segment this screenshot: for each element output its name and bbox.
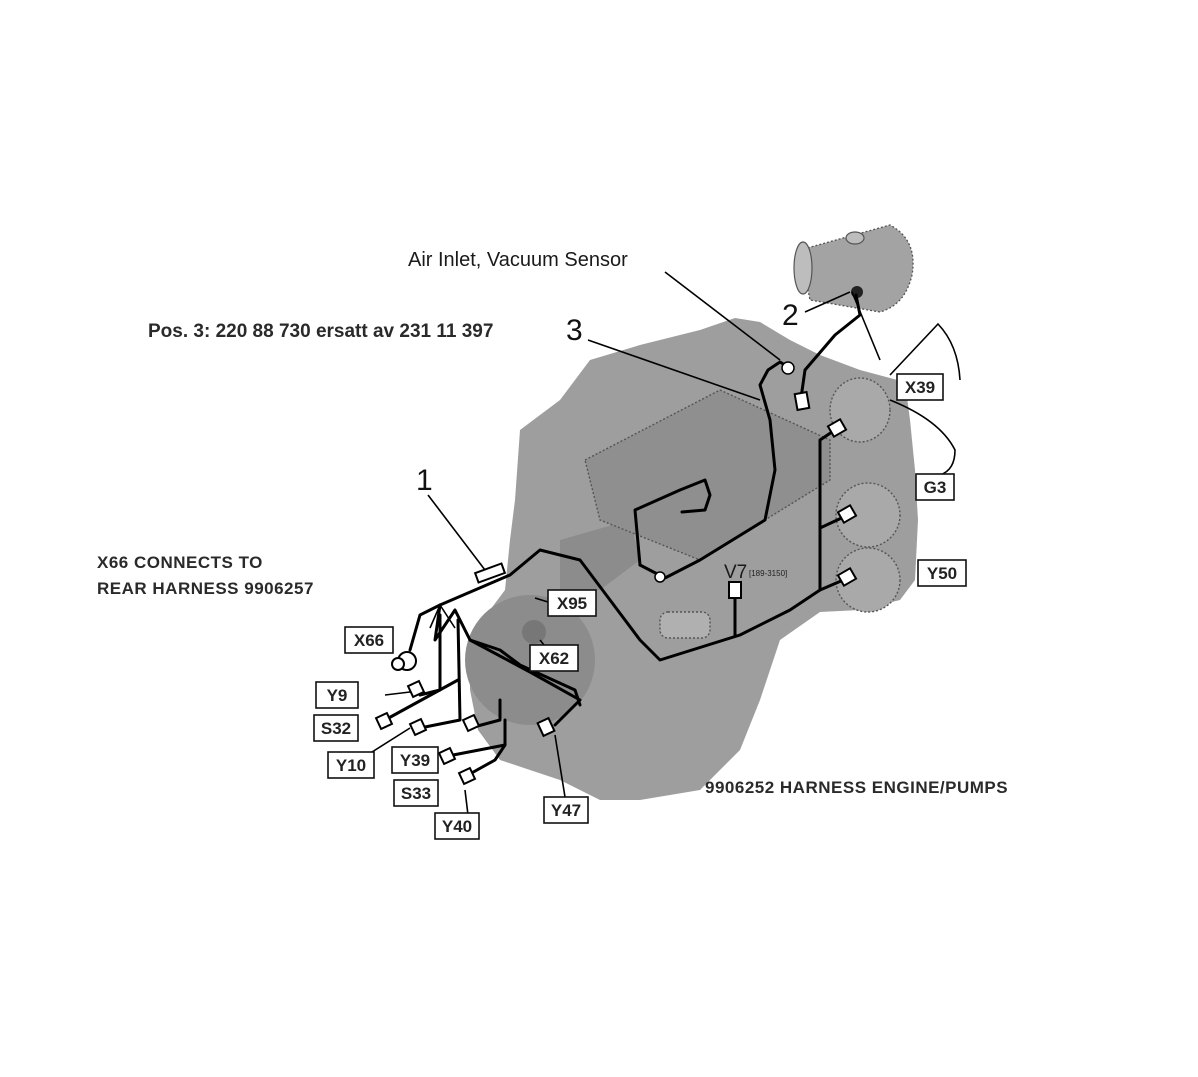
component-label-x66: X66 xyxy=(344,626,394,654)
component-label-y39: Y39 xyxy=(391,746,439,774)
svg-text:Y39: Y39 xyxy=(400,751,430,770)
component-label-y40: Y40 xyxy=(434,812,480,840)
component-label-s32: S32 xyxy=(313,714,359,742)
component-label-g3: G3 xyxy=(915,473,955,501)
callout-2: 2 xyxy=(782,299,799,332)
component-label-x62: X62 xyxy=(529,644,579,672)
x66-note-line2: REAR HARNESS 9906257 xyxy=(97,579,314,598)
component-label-y10: Y10 xyxy=(327,751,375,779)
svg-text:X62: X62 xyxy=(539,649,569,668)
replacement-note: Pos. 3: 220 88 730 ersatt av 231 11 397 xyxy=(148,321,493,342)
component-label-y47: Y47 xyxy=(543,796,589,824)
component-label-y9: Y9 xyxy=(315,681,359,709)
svg-text:Y10: Y10 xyxy=(336,756,366,775)
x66-note-line1: X66 CONNECTS TO xyxy=(97,553,263,572)
component-label-x39: X39 xyxy=(896,373,944,401)
component-label-s33: S33 xyxy=(393,779,439,807)
callout-1: 1 xyxy=(416,464,433,497)
air-inlet-label: Air Inlet, Vacuum Sensor xyxy=(408,249,628,271)
svg-text:Y47: Y47 xyxy=(551,801,581,820)
leader-lines xyxy=(371,271,961,816)
svg-text:Y50: Y50 xyxy=(927,564,957,583)
harness-title: 9906252 HARNESS ENGINE/PUMPS xyxy=(705,778,1008,797)
svg-text:X95: X95 xyxy=(557,594,587,613)
svg-text:Y40: Y40 xyxy=(442,817,472,836)
v7-label: V7 xyxy=(724,562,747,583)
callout-3: 3 xyxy=(566,314,583,347)
svg-text:Y9: Y9 xyxy=(327,686,348,705)
v7-range-label: [189-3150] xyxy=(749,569,787,578)
connector-plugs xyxy=(374,361,858,786)
component-label-x95: X95 xyxy=(547,589,597,617)
air-filter xyxy=(793,224,914,313)
engine-block xyxy=(465,318,918,800)
svg-text:S32: S32 xyxy=(321,719,351,738)
svg-text:X66: X66 xyxy=(354,631,384,650)
svg-text:X39: X39 xyxy=(905,378,935,397)
svg-text:G3: G3 xyxy=(924,478,947,497)
component-label-y50: Y50 xyxy=(917,559,967,587)
svg-text:S33: S33 xyxy=(401,784,431,803)
